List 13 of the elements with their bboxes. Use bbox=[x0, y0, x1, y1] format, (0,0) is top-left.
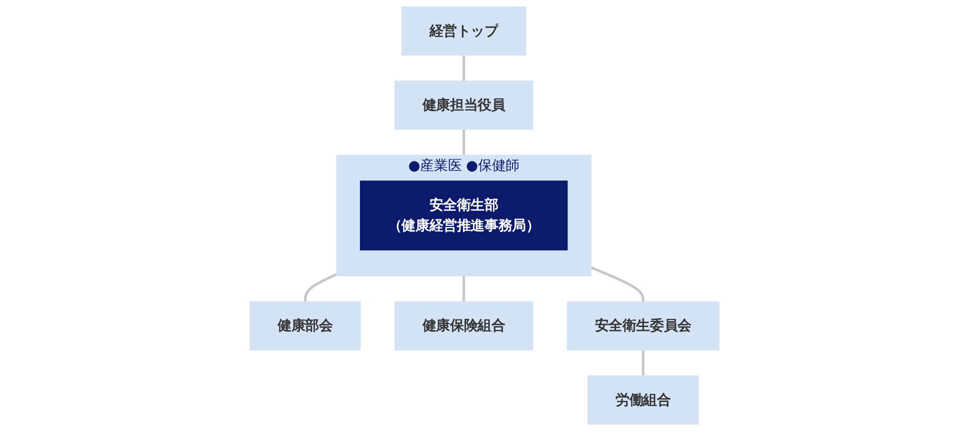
node-box: 安全衛生委員会 bbox=[566, 301, 720, 350]
node-box: 健康部会 bbox=[250, 301, 361, 350]
connector bbox=[642, 350, 644, 376]
node-box: 健康保険組合 bbox=[394, 301, 534, 350]
connector bbox=[462, 129, 466, 156]
connector bbox=[304, 273, 338, 302]
node-box: 健康担当役員 bbox=[394, 80, 534, 130]
node-box: 安全衛生部 （健康経営推進事務局） bbox=[360, 180, 568, 250]
connector bbox=[590, 266, 644, 302]
connector bbox=[462, 276, 466, 302]
node-box: 労働組合 bbox=[588, 375, 699, 425]
connector bbox=[462, 55, 466, 82]
node-box: 経営トップ bbox=[401, 6, 526, 56]
